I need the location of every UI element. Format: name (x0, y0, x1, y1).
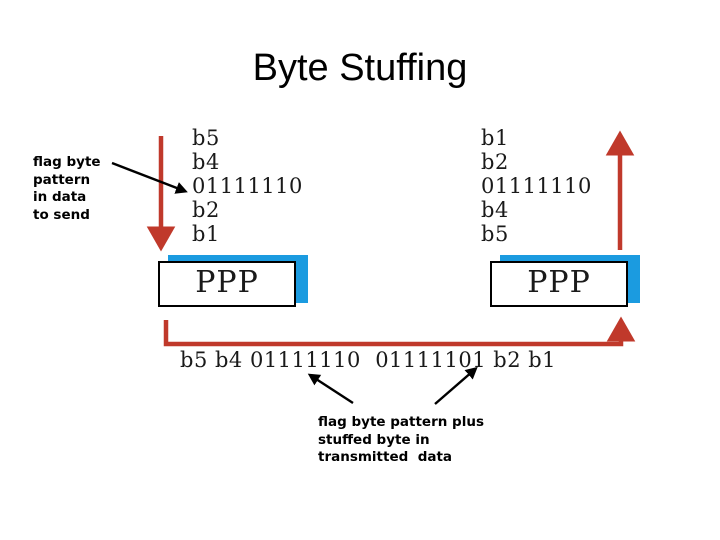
ppp-box-frame (158, 261, 296, 307)
receiver-bit-stack: b1 b2 01111110 b4 b5 (481, 126, 592, 246)
ppp-box-receiver: PPP (490, 255, 640, 309)
transmission-path-arrow-icon (163, 316, 636, 347)
stuffed-leader-right-arrow-icon (434, 366, 478, 405)
transmitted-data-row: b5 b4 01111110 01111101 b2 b1 (180, 348, 557, 372)
stuffed-byte-annotation: flag byte pattern plus stuffed byte in t… (318, 414, 484, 465)
page-title: Byte Stuffing (252, 47, 468, 89)
stuffed-leader-left-arrow-icon (307, 373, 354, 405)
ppp-box-frame (490, 261, 628, 307)
ppp-box-label: PPP (527, 265, 591, 300)
ppp-box-sender: PPP (158, 255, 308, 309)
ppp-box-label: PPP (195, 265, 259, 300)
flag-leader-arrow-icon (111, 161, 188, 194)
sender-bit-stack: b5 b4 01111110 b2 b1 (192, 126, 303, 246)
flag-byte-annotation: flag byte pattern in data to send (33, 154, 101, 223)
